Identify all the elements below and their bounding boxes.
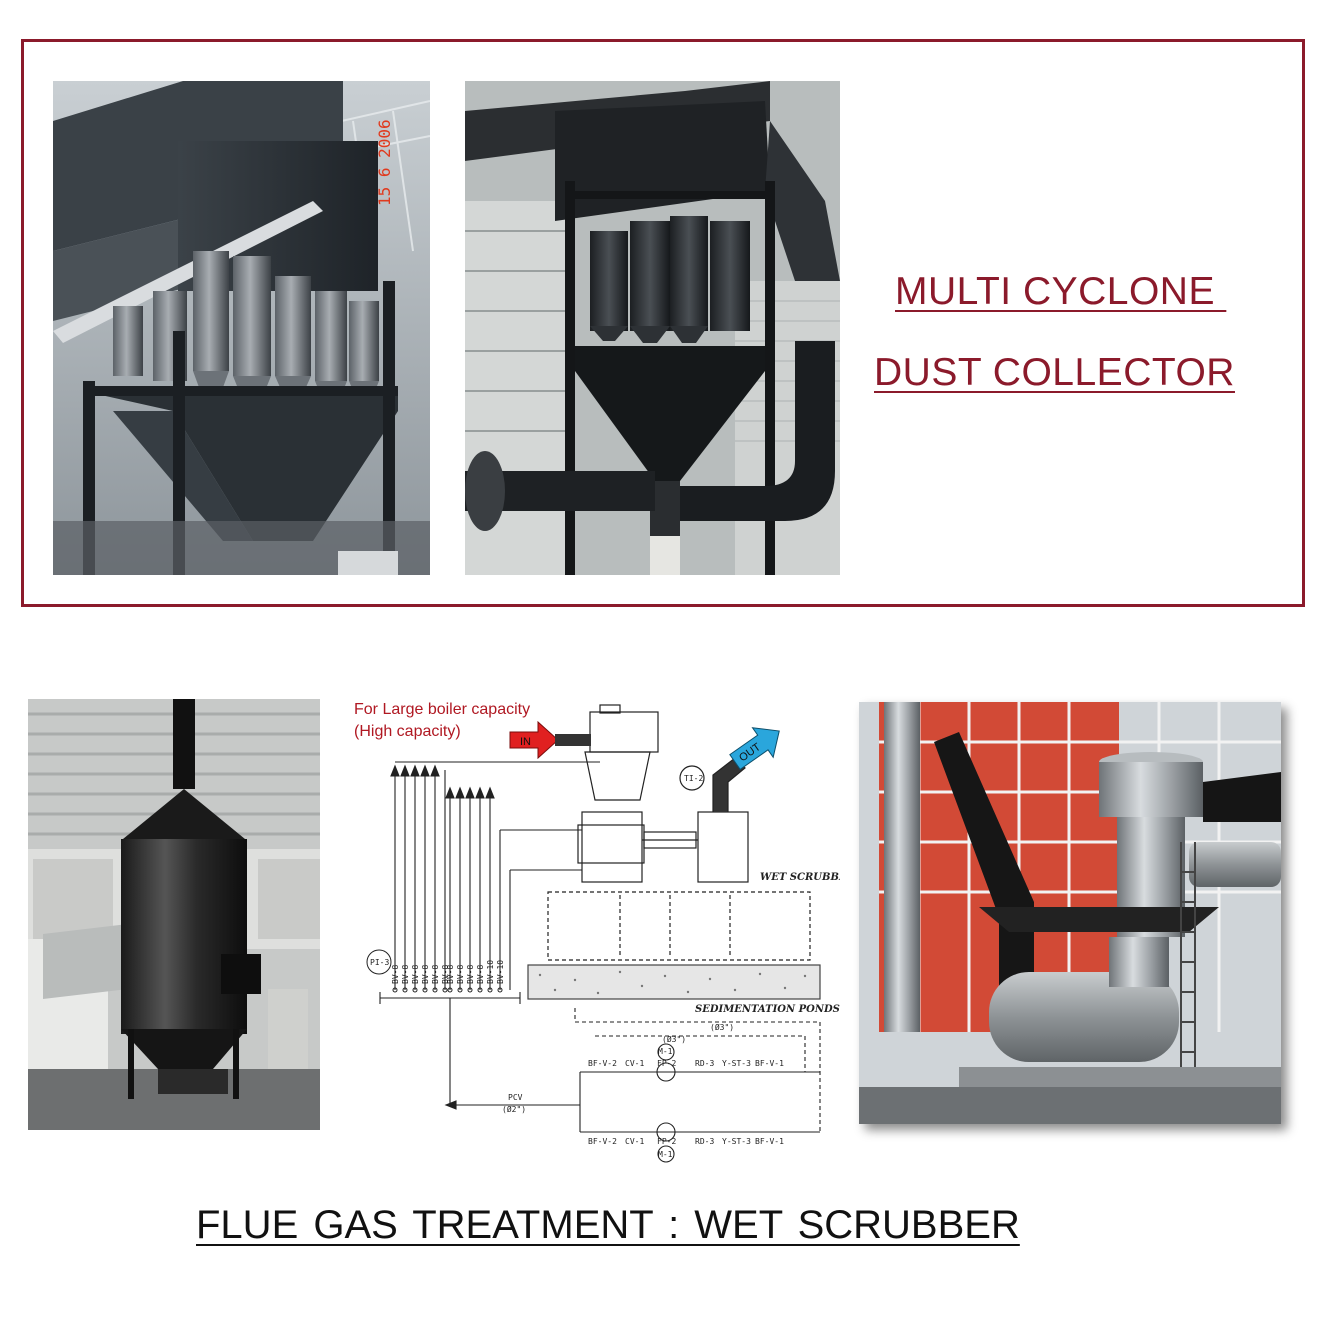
diagram-valve-label: CV-1 — [625, 1059, 644, 1068]
diagram-bv-label: BV-8 — [411, 965, 420, 984]
diagram-valve-label: FP-2 — [657, 1059, 676, 1068]
diagram-bv-label: BV-8 — [441, 965, 450, 984]
diagram-note-line2: (High capacity) — [354, 723, 461, 740]
diagram-pcv-label: PCV — [508, 1093, 523, 1102]
diagram-valve-label: RD-3 — [695, 1137, 714, 1146]
diagram-valve-label: BF-V-2 — [588, 1137, 617, 1146]
diagram-valve-label: BF-V-1 — [755, 1059, 784, 1068]
diagram-bv-label: BV-8 — [391, 965, 400, 984]
wet-scrubber-photo-2 — [859, 702, 1281, 1124]
diagram-valve-label: BF-V-1 — [755, 1137, 784, 1146]
diagram-bv-label: BV-8 — [476, 965, 485, 984]
diagram-note-line1: For Large boiler capacity — [354, 701, 531, 718]
diagram-ti-label: TI-2 — [684, 774, 703, 783]
diagram-bv-label: BV-10 — [496, 960, 505, 984]
diagram-valve-label: BF-V-2 — [588, 1059, 617, 1068]
diagram-pipe-size-2: (Ø3") — [710, 1022, 734, 1032]
diagram-pi-label: PI-3 — [370, 958, 389, 967]
diagram-bv-label: BV-8 — [421, 965, 430, 984]
diagram-pcv-size: (Ø2") — [502, 1104, 526, 1114]
diagram-bv-label: BV-8 — [456, 965, 465, 984]
diagram-motor-top: M-1 — [658, 1047, 673, 1056]
multi-cyclone-photo-2 — [465, 81, 840, 575]
wet-scrubber-title: FLUE GAS TREATMENT : WET SCRUBBER — [196, 1203, 1020, 1247]
in-label: IN — [520, 736, 531, 748]
diagram-bv-label: BV-8 — [446, 965, 455, 984]
diagram-valve-label: CV-1 — [625, 1137, 644, 1146]
multi-cyclone-title-line1: MULTI CYCLONE — [895, 270, 1227, 313]
multi-cyclone-frame — [21, 39, 1305, 607]
diagram-valve-label: Y-ST-3 — [722, 1137, 751, 1146]
multi-cyclone-photo-1: 15 6 2006 — [53, 81, 430, 575]
in-arrow: IN — [509, 720, 591, 760]
diagram-valve-label: Y-ST-3 — [722, 1059, 751, 1068]
diagram-pipe-size-1: (Ø3") — [662, 1034, 686, 1044]
diagram-motor-bottom: M-1 — [658, 1150, 673, 1159]
diagram-bv-label: BV-10 — [486, 960, 495, 984]
wet-scrubber-photo-1 — [28, 699, 320, 1130]
wet-scrubber-diagram: WET SCRUBBER SEDIMENTATION PONDS PI-3 TI… — [350, 700, 840, 1170]
diagram-valve-label: FP-2 — [657, 1137, 676, 1146]
diagram-valve-label: RD-3 — [695, 1059, 714, 1068]
diagram-sedimentation-label: SEDIMENTATION PONDS — [695, 1004, 840, 1015]
diagram-bv-label: BV-8 — [466, 965, 475, 984]
photo-date-stamp: 15 6 2006 — [375, 119, 394, 206]
diagram-bv-label: BV-8 — [401, 965, 410, 984]
diagram-wet-scrubber-label: WET SCRUBBER — [760, 872, 840, 883]
diagram-bv-label: BV-8 — [431, 965, 440, 984]
multi-cyclone-title-line2: DUST COLLECTOR — [874, 351, 1235, 394]
